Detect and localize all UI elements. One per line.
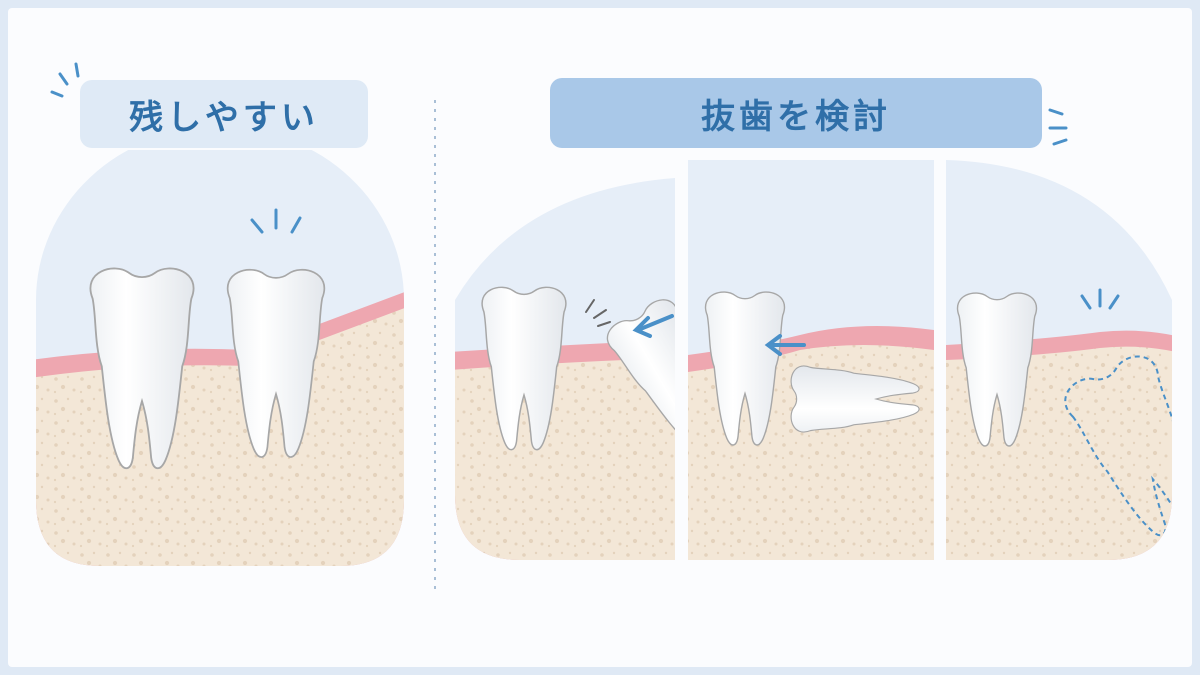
arrow-icon <box>632 314 674 338</box>
label-keep: 残しやすい <box>80 80 368 148</box>
sparkle-icon <box>1048 108 1120 310</box>
sparkle-icon <box>50 62 302 234</box>
label-keep-text: 残しやすい <box>129 97 319 138</box>
label-extract-text: 抜歯を検討 <box>701 96 891 137</box>
sparkle-icon <box>585 299 611 327</box>
dashed-tooth-outline <box>1064 355 1172 537</box>
panel-impacted-tooth <box>946 160 1172 560</box>
panel-keep <box>36 150 404 567</box>
panel-horizontal-tooth <box>688 160 934 560</box>
label-extract: 抜歯を検討 <box>550 78 1042 148</box>
arrow-icon <box>764 334 806 356</box>
